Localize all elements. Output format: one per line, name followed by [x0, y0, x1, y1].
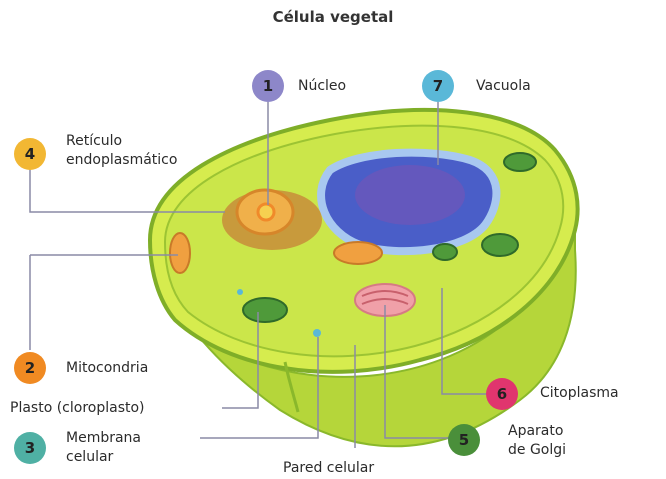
vacuole-highlight	[355, 165, 465, 225]
vesicle	[237, 289, 243, 295]
label-reticulo-line2: endoplasmático	[66, 152, 177, 169]
mitochondria-2	[334, 242, 382, 264]
chloroplast-3	[482, 234, 518, 256]
label-golgi-line1: Aparato	[508, 423, 563, 440]
label-mitocondria: Mitocondria	[66, 360, 148, 377]
chloroplast-4	[433, 244, 457, 260]
mitochondria-1	[170, 233, 190, 273]
badge-reticulo: 4	[14, 138, 46, 170]
badge-citoplasma: 6	[486, 378, 518, 410]
label-pared-celular: Pared celular	[283, 460, 374, 477]
badge-membrana: 3	[14, 432, 46, 464]
label-reticulo-line1: Retículo	[66, 133, 122, 150]
nucleolus	[258, 204, 274, 220]
label-citoplasma: Citoplasma	[540, 385, 619, 402]
label-membrana-line1: Membrana	[66, 430, 141, 447]
badge-nucleo: 1	[252, 70, 284, 102]
label-nucleo: Núcleo	[298, 78, 346, 95]
badge-golgi: 5	[448, 424, 480, 456]
label-golgi-line2: de Golgi	[508, 442, 566, 459]
label-plasto: Plasto (cloroplasto)	[10, 400, 145, 417]
label-vacuola: Vacuola	[476, 78, 531, 95]
badge-mitocondria: 2	[14, 352, 46, 384]
chloroplast-2	[504, 153, 536, 171]
chloroplast-1	[243, 298, 287, 322]
label-membrana-line2: celular	[66, 449, 113, 466]
badge-vacuola: 7	[422, 70, 454, 102]
vesicle	[313, 329, 321, 337]
